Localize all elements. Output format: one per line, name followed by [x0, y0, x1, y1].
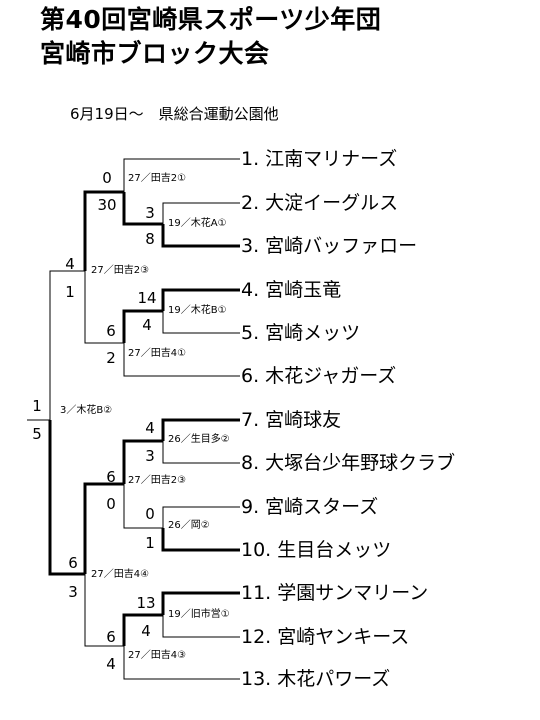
- team-label-4: 4. 宮崎玉竜: [241, 279, 342, 301]
- game-j-note: 27／田吉4③: [128, 650, 187, 661]
- game-k-top-score: 6: [68, 554, 78, 572]
- bracket-line-game-i: [122, 613, 163, 646]
- team-label-10: 10. 生目台メッツ: [241, 539, 392, 561]
- game-g-note: 26／岡②: [168, 520, 210, 531]
- game-d-note: 27／田吉4①: [128, 348, 187, 359]
- bracket-line-game-k: [48, 420, 85, 576]
- bracket-line-game-c: [122, 309, 163, 343]
- game-i-bottom-score: 4: [141, 622, 151, 640]
- game-h-top-score: 6: [106, 468, 116, 486]
- bracket-line-game-f: [122, 439, 163, 484]
- game-c-bottom-score: 4: [142, 316, 152, 334]
- game-k-bottom-score: 3: [68, 583, 78, 601]
- bracket-line-team11: [161, 591, 240, 615]
- bracket-line-team9: [162, 506, 240, 528]
- bracket-line-team6: [123, 343, 240, 377]
- game-b-note: 27／田吉2①: [128, 173, 187, 184]
- team-label-7: 7. 宮崎球友: [241, 409, 342, 431]
- game-b-top-score: 0: [102, 169, 112, 187]
- team-label-6: 6. 木花ジャガーズ: [241, 365, 397, 387]
- bracket-line-game-h: [83, 482, 124, 574]
- bracket-line-game-e: [49, 270, 85, 420]
- page-title: 第40回宮崎県スポーツ少年団: [40, 5, 382, 34]
- game-a-bottom-score: 8: [145, 230, 155, 248]
- game-j-top-score: 6: [106, 628, 116, 646]
- bracket-line-game-d: [84, 271, 124, 344]
- game-d-top-score: 6: [106, 322, 116, 340]
- game-i-top-score: 13: [136, 594, 156, 612]
- game-c-top-score: 14: [137, 289, 157, 307]
- final-note: 3／木花B②: [60, 405, 113, 416]
- bracket-line-team7: [161, 418, 240, 441]
- game-c-note: 19／木花B①: [168, 305, 227, 316]
- game-d-bottom-score: 2: [106, 349, 116, 367]
- team-label-8: 8. 大塚台少年野球クラブ: [241, 452, 456, 474]
- team-label-1: 1. 江南マリナーズ: [241, 148, 398, 170]
- game-a-note: 19／木花A①: [168, 218, 227, 229]
- game-k-note: 27／田吉4④: [91, 569, 150, 580]
- team-label-2: 2. 大淀イーグルス: [241, 192, 399, 214]
- game-h-note: 27／田吉2③: [128, 475, 187, 486]
- team-label-5: 5. 宮崎メッツ: [241, 322, 361, 344]
- game-g-bottom-score: 1: [145, 534, 155, 552]
- game-f-note: 26／生目多②: [168, 434, 230, 445]
- bracket-line-team5: [162, 311, 240, 334]
- team-label-9: 9. 宮崎スターズ: [241, 496, 379, 518]
- bracket-line-team1: [123, 158, 240, 192]
- bracket-line-game-j: [84, 574, 124, 647]
- game-b-bottom-score: 30: [97, 196, 117, 214]
- bracket-line-team12: [162, 615, 240, 638]
- game-e-bottom-score: 1: [65, 283, 75, 301]
- game-f-top-score: 4: [145, 419, 155, 437]
- final-bottom-score: 5: [32, 425, 42, 443]
- date-venue: 6月19日～ 県総合運動公園他: [70, 105, 279, 123]
- bracket-line-game-b: [83, 190, 124, 271]
- bracket-line-team8: [162, 441, 240, 464]
- game-i-note: 19／旧市営①: [168, 609, 230, 620]
- game-f-bottom-score: 3: [145, 447, 155, 465]
- bracket-line-team10: [161, 528, 240, 552]
- final-top-score: 1: [32, 397, 42, 415]
- team-label-3: 3. 宮崎バッファロー: [241, 235, 418, 257]
- game-e-top-score: 4: [65, 255, 75, 273]
- game-g-top-score: 0: [145, 505, 155, 523]
- bracket-line-game-g: [123, 484, 163, 529]
- team-label-13: 13. 木花パワーズ: [241, 668, 391, 690]
- bracket-line-team3: [161, 224, 240, 248]
- game-j-bottom-score: 4: [106, 655, 116, 673]
- game-a-top-score: 3: [145, 204, 155, 222]
- team-label-11: 11. 学園サンマリーン: [241, 582, 429, 604]
- game-e-note: 27／田吉2③: [91, 265, 150, 276]
- team-label-12: 12. 宮崎ヤンキース: [241, 626, 410, 648]
- page-subtitle-title: 宮崎市ブロック大会: [40, 39, 270, 68]
- bracket-line-game-a: [122, 192, 163, 226]
- bracket-line-team2: [162, 202, 240, 224]
- game-h-bottom-score: 0: [106, 495, 116, 513]
- bracket-line-team13: [123, 646, 240, 680]
- bracket-line-team4: [161, 288, 240, 311]
